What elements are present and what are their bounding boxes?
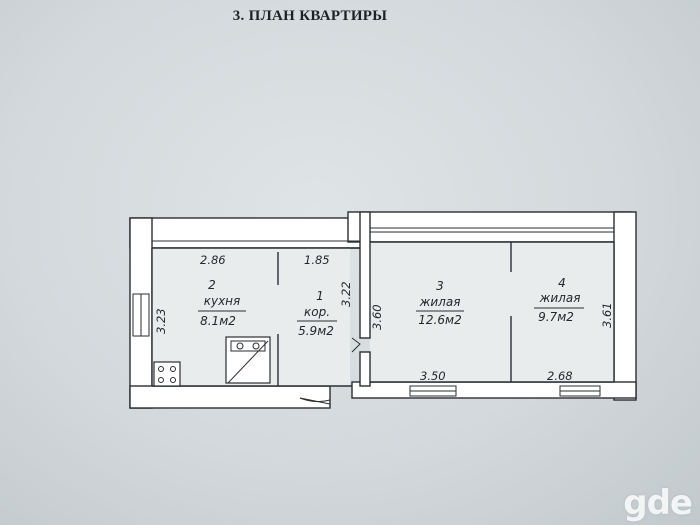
top-wall-left [129,217,371,249]
door-corridor-room3 [351,337,361,353]
bottom-wall-left [129,385,331,409]
room-4-area: 9.7м2 [538,310,574,324]
room-1-name: кор. [304,305,330,319]
room-1-label: 1 кор. 5.9м2 [297,289,337,338]
room-1-area: 5.9м2 [298,324,334,338]
dim-room3-height: 3.60 [370,304,384,330]
dim-room4-height: 3.61 [600,302,614,328]
stove [225,336,271,384]
dim-corridor-width: 1.85 [304,253,330,267]
room-3-number: 3 [436,279,444,293]
partition-corridor-room3 [359,211,371,339]
dim-kitchen-height: 3.23 [154,308,168,334]
room-2-name: кухня [204,294,241,308]
dim-kitchen-width: 2.86 [200,253,226,267]
room-2-label: 2 кухня 8.1м2 [198,278,246,328]
room-2-area: 8.1м2 [200,314,236,328]
top-wall-right [347,211,633,243]
room-4-label: 4 жилая 9.7м2 [534,276,584,324]
partition-corridor-room3-lower [359,351,371,387]
room-3-name: жилая [419,295,461,309]
sink [153,361,181,387]
partitions [277,211,512,387]
dim-corridor-height: 3.22 [339,281,353,307]
room-2-number: 2 [208,278,216,292]
dimensions: 2.86 1.85 3.22 3.23 3.60 3.50 2.68 3.61 [154,253,614,383]
watermark-logo: gde [623,483,693,523]
dim-room4-width: 2.68 [547,369,573,383]
room-1-number: 1 [316,289,324,303]
doors [299,337,361,405]
dim-room3-width: 3.50 [420,369,446,383]
room-3-area: 12.6м2 [418,313,461,327]
page-title: 3. ПЛАН КВАРТИРЫ [232,8,388,24]
room-4-name: жилая [539,291,581,305]
room-4-number: 4 [558,276,566,290]
windows [132,293,601,397]
right-wall [613,211,637,401]
room-3-label: 3 жилая 12.6м2 [416,279,464,327]
